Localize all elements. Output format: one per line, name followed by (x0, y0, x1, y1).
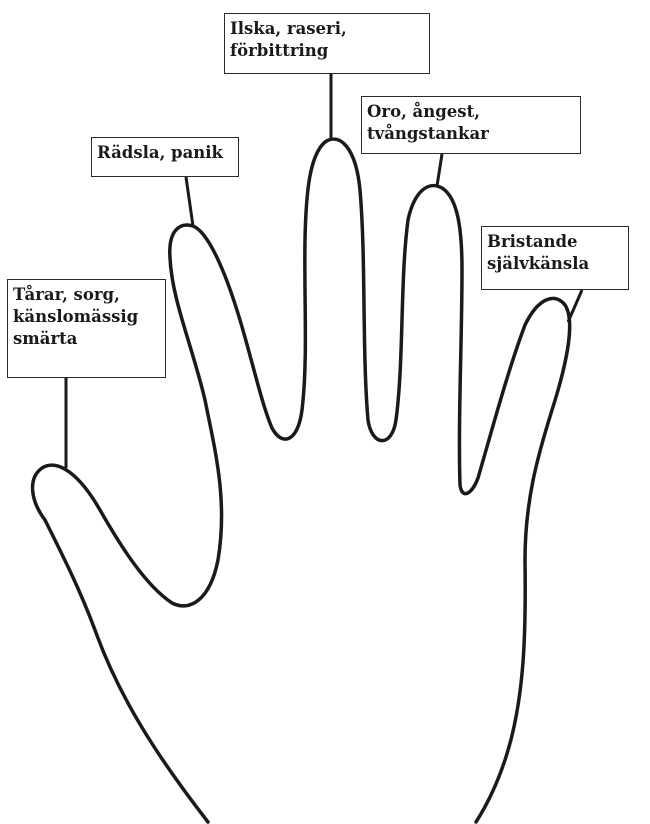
leader-line-little (568, 290, 582, 322)
label-little-line-1: Bristande (487, 231, 622, 253)
label-little-line-2: självkänsla (487, 253, 622, 275)
label-ring-worry-anxiety: Oro, ångest, tvångstankar (361, 96, 581, 154)
leader-line-index (186, 177, 193, 226)
label-thumb-line-3: smärta (13, 328, 159, 350)
label-middle-line-1: Ilska, raseri, (230, 18, 423, 40)
label-index-line-1: Rädsla, panik (97, 142, 232, 164)
label-thumb-tears-grief: Tårar, sorg, känslomässig smärta (7, 279, 166, 378)
label-ring-line-1: Oro, ångest, (367, 101, 574, 123)
label-index-fear-panic: Rädsla, panik (91, 137, 239, 177)
leader-line-ring (437, 154, 442, 186)
label-ring-line-2: tvångstankar (367, 123, 574, 145)
label-little-self-esteem: Bristande självkänsla (481, 226, 629, 290)
label-middle-line-2: förbittring (230, 40, 423, 62)
label-middle-anger-rage: Ilska, raseri, förbittring (224, 13, 430, 74)
label-thumb-line-1: Tårar, sorg, (13, 284, 159, 306)
label-thumb-line-2: känslomässig (13, 306, 159, 328)
